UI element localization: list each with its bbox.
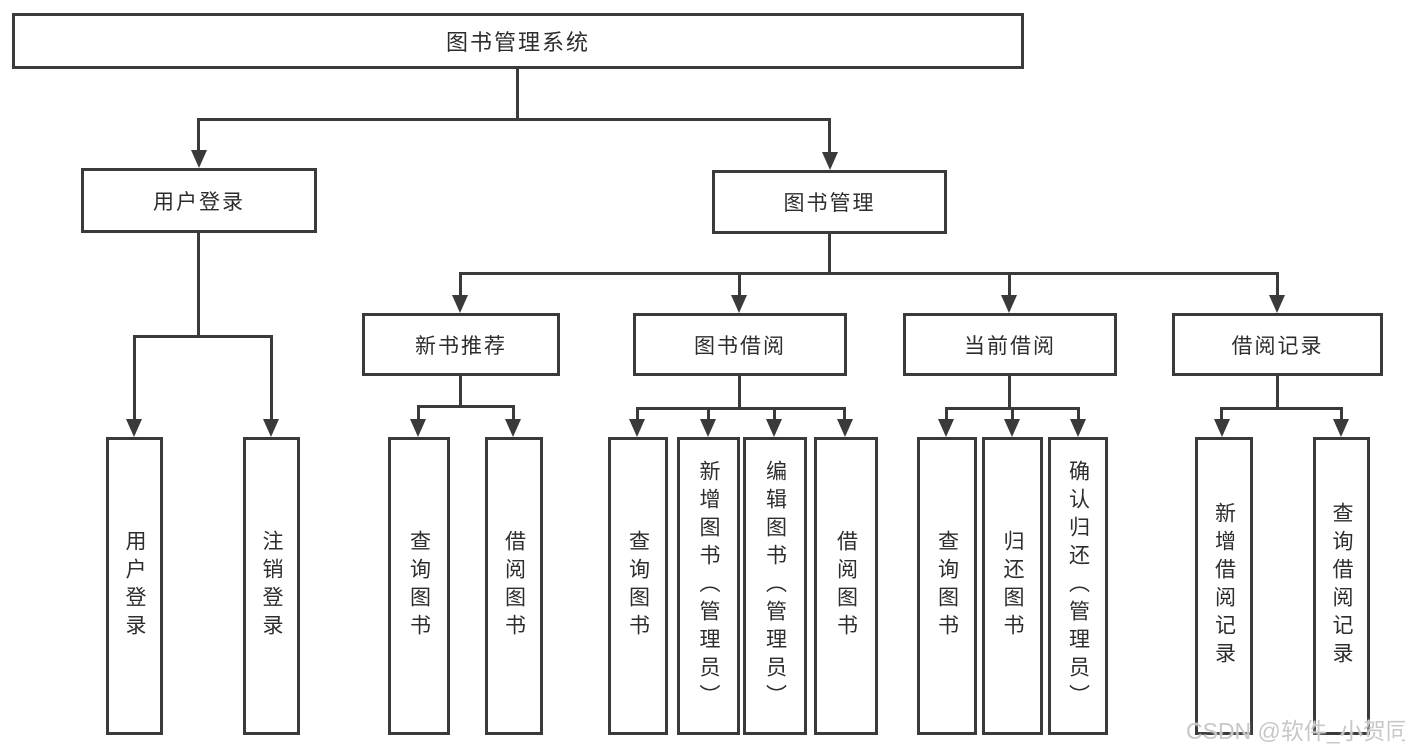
connector-segment <box>1276 376 1279 407</box>
leaf-borrow-books-recommend-label: 借阅图书 <box>502 530 526 642</box>
connector-segment <box>738 272 741 295</box>
node-borrowing-records: 借阅记录 <box>1172 313 1383 376</box>
arrowhead-down-icon <box>505 419 521 437</box>
connector-segment <box>1340 407 1343 419</box>
node-borrowing-records-label: 借阅记录 <box>1231 334 1324 358</box>
leaf-search-books-current: 查询图书 <box>917 437 977 735</box>
arrowhead-down-icon <box>126 419 142 437</box>
connector-segment <box>197 118 200 150</box>
node-book-borrowing: 图书借阅 <box>633 313 847 376</box>
connector-segment <box>828 234 831 272</box>
arrowhead-down-icon <box>1004 419 1020 437</box>
connector-segment <box>1008 272 1011 295</box>
leaf-search-books-borrowing-label: 查询图书 <box>626 530 650 642</box>
arrowhead-down-icon <box>1070 419 1086 437</box>
connector-segment <box>512 405 515 419</box>
arrowhead-down-icon <box>1214 419 1230 437</box>
connector-segment <box>459 272 462 295</box>
arrowhead-down-icon <box>700 419 716 437</box>
arrowhead-down-icon <box>837 419 853 437</box>
arrowhead-down-icon <box>1001 295 1017 313</box>
leaf-borrow-books-recommend: 借阅图书 <box>485 437 543 735</box>
arrowhead-down-icon <box>938 419 954 437</box>
connector-segment <box>1077 407 1080 419</box>
connector-segment <box>1276 272 1279 295</box>
leaf-logout-label: 注销登录 <box>260 530 283 642</box>
connector-segment <box>417 405 420 419</box>
leaf-confirm-return-admin: 确认归还（管理员） <box>1048 437 1108 735</box>
leaf-search-books-borrowing: 查询图书 <box>608 437 668 735</box>
connector-segment <box>197 118 831 121</box>
arrowhead-down-icon <box>452 295 468 313</box>
connector-segment <box>1220 407 1343 410</box>
arrowhead-down-icon <box>629 419 645 437</box>
connector-segment <box>459 376 462 405</box>
leaf-add-books-admin-label: 新增图书（管理员） <box>697 460 720 712</box>
node-new-book-recommend: 新书推荐 <box>362 313 560 376</box>
leaf-user-login-label: 用户登录 <box>123 530 146 642</box>
connector-segment <box>843 407 846 419</box>
leaf-search-borrow-record: 查询借阅记录 <box>1313 437 1370 735</box>
arrowhead-down-icon <box>1269 295 1285 313</box>
connector-segment <box>459 272 1279 275</box>
leaf-search-borrow-record-label: 查询借阅记录 <box>1330 502 1353 670</box>
node-root: 图书管理系统 <box>12 13 1024 69</box>
arrowhead-down-icon <box>1333 419 1349 437</box>
leaf-return-books: 归还图书 <box>982 437 1043 735</box>
leaf-search-books-recommend: 查询图书 <box>388 437 450 735</box>
leaf-return-books-label: 归还图书 <box>1001 530 1024 642</box>
node-user-login: 用户登录 <box>81 168 317 233</box>
connector-segment <box>516 69 519 118</box>
connector-segment <box>1220 407 1223 419</box>
arrowhead-down-icon <box>263 419 279 437</box>
leaf-search-books-recommend-label: 查询图书 <box>407 530 431 642</box>
leaf-logout: 注销登录 <box>243 437 300 735</box>
node-new-book-recommend-label: 新书推荐 <box>415 334 507 358</box>
node-book-management-label: 图书管理 <box>783 192 876 215</box>
node-current-borrowing: 当前借阅 <box>903 313 1117 376</box>
connector-segment <box>270 335 273 419</box>
connector-segment <box>133 335 273 338</box>
node-root-label: 图书管理系统 <box>445 30 590 55</box>
leaf-user-login: 用户登录 <box>106 437 163 735</box>
leaf-confirm-return-admin-label: 确认归还（管理员） <box>1066 460 1090 712</box>
connector-segment <box>828 118 831 152</box>
arrowhead-down-icon <box>731 295 747 313</box>
connector-segment <box>417 405 515 408</box>
leaf-add-borrow-record: 新增借阅记录 <box>1195 437 1253 735</box>
connector-segment <box>945 407 948 419</box>
connector-segment <box>133 335 136 419</box>
node-book-borrowing-label: 图书借阅 <box>694 334 786 358</box>
connector-segment <box>1011 407 1014 419</box>
leaf-edit-books-admin-label: 编辑图书（管理员） <box>763 460 787 712</box>
leaf-edit-books-admin: 编辑图书（管理员） <box>743 437 807 735</box>
connector-segment <box>636 407 639 419</box>
arrowhead-down-icon <box>410 419 426 437</box>
csdn-watermark: CSDN @软件_小贺同学 <box>1186 718 1405 744</box>
connector-segment <box>197 233 200 335</box>
connector-segment <box>738 376 741 407</box>
connector-segment <box>773 407 776 419</box>
connector-segment <box>636 407 846 410</box>
leaf-add-books-admin: 新增图书（管理员） <box>677 437 740 735</box>
node-user-login-label: 用户登录 <box>153 190 245 214</box>
arrowhead-down-icon <box>766 419 782 437</box>
leaf-add-borrow-record-label: 新增借阅记录 <box>1212 502 1236 670</box>
leaf-borrow-books-borrowing: 借阅图书 <box>814 437 878 735</box>
node-book-management: 图书管理 <box>712 170 947 234</box>
arrowhead-down-icon <box>822 152 838 170</box>
node-current-borrowing-label: 当前借阅 <box>964 334 1056 358</box>
connector-segment <box>707 407 710 419</box>
leaf-borrow-books-borrowing-label: 借阅图书 <box>834 530 858 642</box>
connector-segment <box>1008 376 1011 407</box>
leaf-search-books-current-label: 查询图书 <box>935 530 959 642</box>
arrowhead-down-icon <box>191 150 207 168</box>
